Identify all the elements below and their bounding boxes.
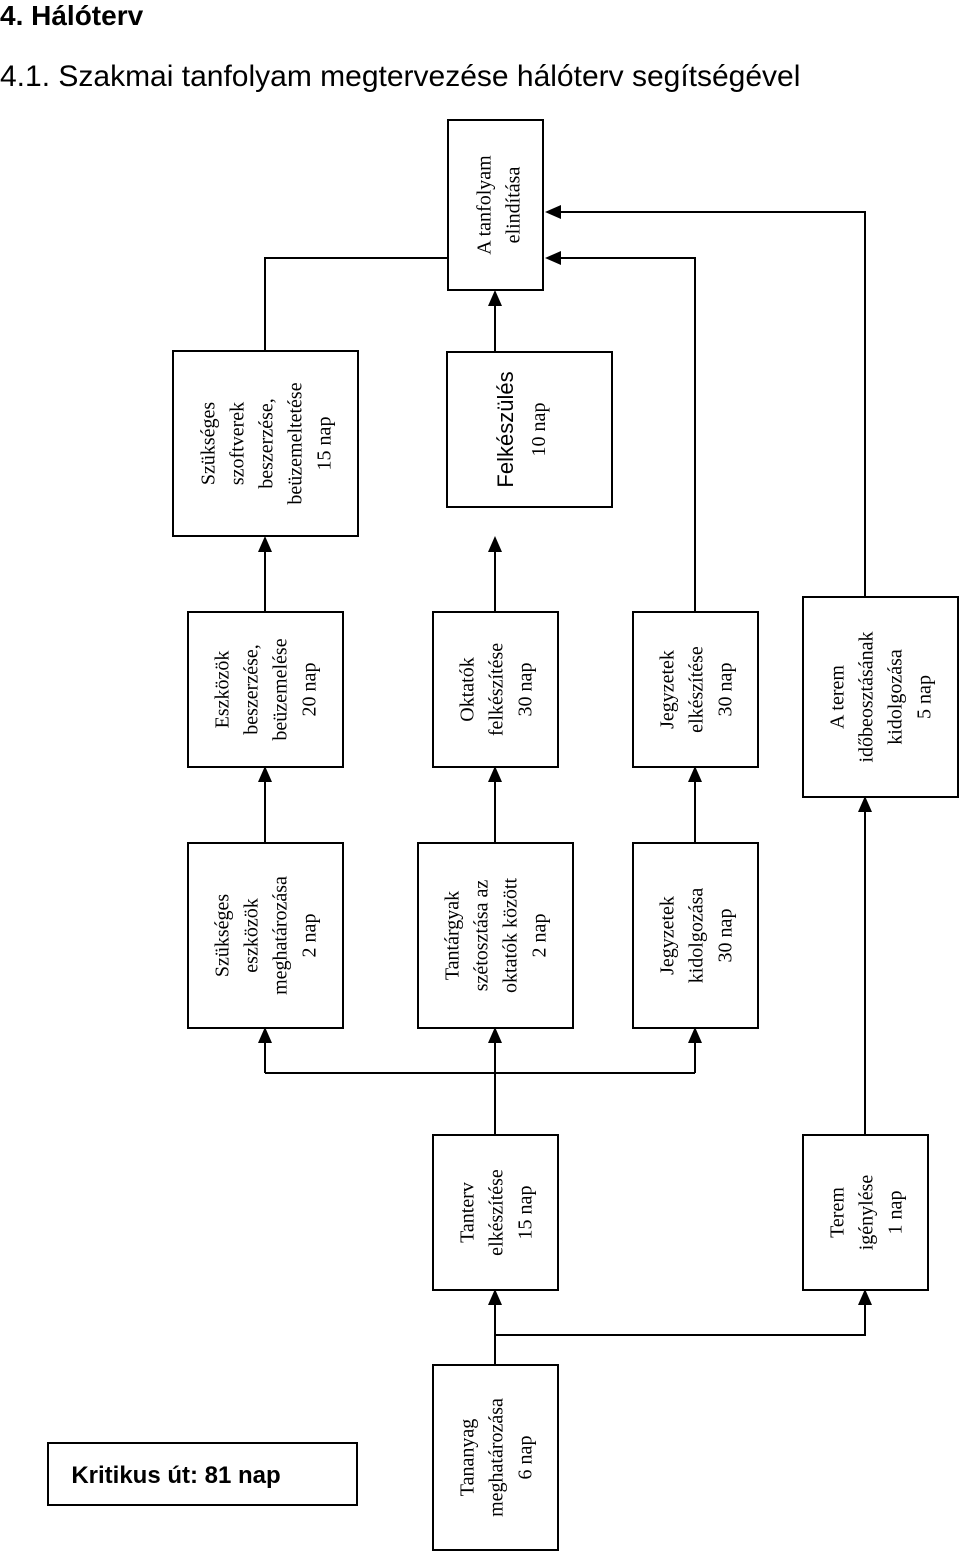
label-line: Oktatók xyxy=(457,657,479,721)
label-line: elkészítése xyxy=(686,646,708,733)
label-line: Szükséges xyxy=(212,894,234,978)
edge-idobeoszt-inditas xyxy=(561,211,866,597)
label-line: elindítása xyxy=(503,167,525,244)
label-line: 15 nap xyxy=(515,1186,537,1240)
label-line: oktatók között xyxy=(500,878,522,993)
label-line: beüzemelése xyxy=(270,638,292,740)
arrow-up-icon xyxy=(258,1027,272,1043)
arrow-up-icon xyxy=(688,766,702,782)
label-line: igénylése xyxy=(856,1175,878,1251)
edge-tananyag-terem xyxy=(495,1305,866,1336)
task-label-eszkozok-beszerz: Eszközök beszerzése, beüzemelése 20 nap xyxy=(212,638,321,740)
task-box-jegyzetek-kidolg xyxy=(632,842,759,1029)
task-box-eszkozok-meghat xyxy=(187,842,344,1029)
label-line: 10 nap xyxy=(528,403,550,457)
label-line: beszerzése, xyxy=(256,398,278,489)
label-line: 5 nap xyxy=(914,675,936,719)
task-label-felkeszules: Felkészülés 10 nap xyxy=(493,371,550,487)
label-line: meghatározása xyxy=(270,876,292,995)
label-line: szétosztása az xyxy=(471,880,493,992)
label-line: szoftverek xyxy=(227,402,249,485)
task-box-tananyag xyxy=(432,1364,559,1551)
arrow-up-icon xyxy=(488,766,502,782)
task-boxes xyxy=(47,119,959,1551)
label-line: A tanfolyam xyxy=(474,155,496,255)
label-line: Terem xyxy=(827,1187,849,1238)
arrow-left-icon xyxy=(545,251,561,265)
label-line: 6 nap xyxy=(515,1436,537,1480)
label-line: eszközök xyxy=(241,898,263,972)
label-line: elkészítése xyxy=(486,1169,508,1256)
label-line: 2 nap xyxy=(529,914,551,958)
label-line: Eszközök xyxy=(212,651,234,729)
label-line: 2 nap xyxy=(299,914,321,958)
label-line: Tantárgyak xyxy=(442,891,464,980)
arrow-up-icon xyxy=(488,1027,502,1043)
label-line: felkészítése xyxy=(486,643,508,736)
task-label-tananyag: Tananyag meghatározása 6 nap xyxy=(457,1398,537,1517)
label-line: Tananyag xyxy=(457,1419,479,1496)
arrow-up-icon xyxy=(858,1289,872,1305)
arrow-up-icon xyxy=(258,766,272,782)
label-line: A terem xyxy=(827,665,849,729)
task-label-inditas: A tanfolyam elindítása xyxy=(474,155,525,255)
arrow-left-icon xyxy=(545,205,561,219)
task-box-eszkozok-beszerz xyxy=(187,611,344,768)
arrow-up-icon xyxy=(258,536,272,552)
task-label-jegyzetek-elkesz: Jegyzetek elkészítése 30 nap xyxy=(657,646,737,733)
task-box-tantargyak xyxy=(417,842,574,1029)
arrow-up-icon xyxy=(688,1027,702,1043)
label-line: időbeosztásának xyxy=(856,631,878,762)
task-box-felkeszules xyxy=(446,351,613,508)
arrow-up-icon xyxy=(488,1289,502,1305)
task-label-tanterv: Tanterv elkészítése 15 nap xyxy=(457,1169,537,1256)
label-line: Felkészülés xyxy=(493,371,518,487)
label-line: beüzemeltetése xyxy=(285,382,307,504)
label-line: Tanterv xyxy=(457,1182,479,1243)
edge-jegyzetek-inditas xyxy=(561,257,696,612)
arrow-heads xyxy=(258,205,872,1305)
task-box-terem-igenyles xyxy=(802,1134,929,1291)
task-label-jegyzetek-kidolg: Jegyzetek kidolgozása 30 nap xyxy=(657,888,737,984)
task-box-terem-idobeoszt xyxy=(802,596,959,798)
task-label-oktatok: Oktatók felkészítése 30 nap xyxy=(457,643,537,736)
label-line: 30 nap xyxy=(715,909,737,963)
task-label-eszkozok-meghat: Szükséges eszközök meghatározása 2 nap xyxy=(212,876,321,995)
label-line: meghatározása xyxy=(486,1398,508,1517)
arrow-up-icon xyxy=(488,536,502,552)
critical-path-label: Kritikus út: 81 nap xyxy=(71,1462,280,1489)
label-line: 15 nap xyxy=(314,417,336,471)
label-line: 30 nap xyxy=(515,663,537,717)
connectors xyxy=(264,211,866,1365)
task-box-inditas xyxy=(447,119,544,291)
arrow-up-icon xyxy=(858,796,872,812)
task-label-terem-idobeoszt: A terem időbeosztásának kidolgozása 5 na… xyxy=(827,631,936,762)
edge-szoftverek-inditas xyxy=(264,257,447,351)
task-labels: A tanfolyam elindítása Szükséges szoftve… xyxy=(71,155,935,1517)
label-line: 30 nap xyxy=(715,663,737,717)
task-label-tantargyak: Tantárgyak szétosztása az oktatók között… xyxy=(442,878,551,993)
task-box-szoftverek xyxy=(172,350,359,537)
label-line: 20 nap xyxy=(299,663,321,717)
critical-path-box xyxy=(47,1442,358,1506)
label-line: beszerzése, xyxy=(241,644,263,735)
arrow-up-icon xyxy=(488,290,502,306)
task-box-jegyzetek-elkesz xyxy=(632,611,759,768)
page-subheading: 4.1. Szakmai tanfolyam megtervezése háló… xyxy=(0,60,801,93)
label-line: kidolgozása xyxy=(885,649,907,745)
task-box-oktatok xyxy=(432,611,559,768)
label-line: kidolgozása xyxy=(686,888,708,984)
label-line: Jegyzetek xyxy=(657,650,679,729)
label-line: 1 nap xyxy=(885,1191,907,1235)
page-heading: 4. Hálóterv xyxy=(0,0,144,31)
label-line: Jegyzetek xyxy=(657,896,679,975)
task-label-terem-igenyles: Terem igénylése 1 nap xyxy=(827,1175,907,1251)
task-label-szoftverek: Szükséges szoftverek beszerzése, beüzeme… xyxy=(198,382,336,504)
label-line: Szükséges xyxy=(198,402,220,486)
task-box-tanterv xyxy=(432,1134,559,1291)
